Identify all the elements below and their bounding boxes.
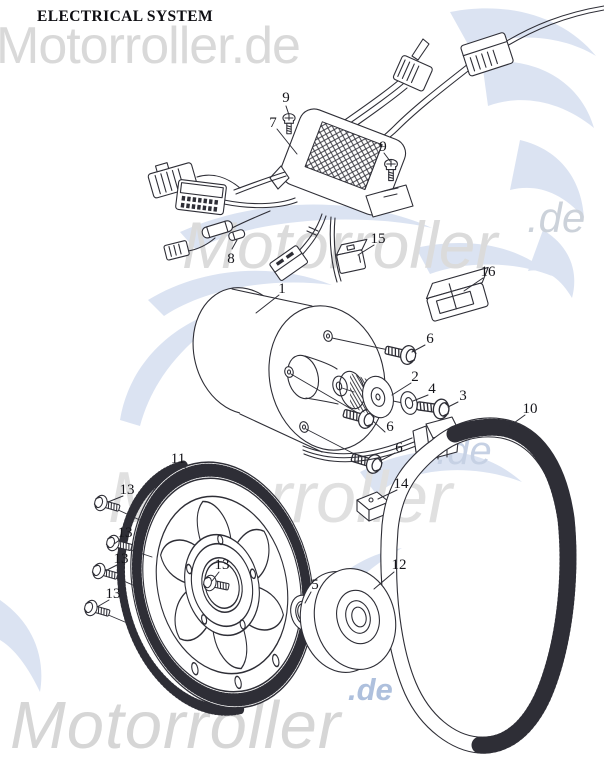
callout-13-center: 13 xyxy=(215,557,230,573)
screws-13 xyxy=(82,493,231,626)
screw-9-top xyxy=(282,113,296,135)
callout-5: 5 xyxy=(311,577,319,593)
callout-13-c: 13 xyxy=(114,551,129,567)
callout-4: 4 xyxy=(428,381,436,397)
motor xyxy=(192,287,386,453)
callout-8: 8 xyxy=(227,251,235,267)
callout-1: 1 xyxy=(278,281,286,297)
motor-screw-holes xyxy=(284,330,333,433)
cdi-unit xyxy=(269,108,414,218)
callout-labels: 9 7 9 8 15 16 1 6 2 4 3 10 6 6 14 11 13 … xyxy=(106,90,538,602)
callout-13-d: 13 xyxy=(106,586,121,602)
callout-12: 12 xyxy=(392,557,407,573)
rim-holes xyxy=(191,653,280,690)
callout-9-top: 9 xyxy=(282,90,290,106)
connector-plug-small-top xyxy=(392,38,433,92)
connector-plug-large-top xyxy=(460,32,514,77)
callout-6-a: 6 xyxy=(426,331,434,347)
callout-10: 10 xyxy=(523,401,538,417)
harness-left xyxy=(196,171,298,229)
pulley-12 xyxy=(299,568,397,673)
callout-11: 11 xyxy=(171,451,185,467)
callout-13-a: 13 xyxy=(120,482,135,498)
washer-4 xyxy=(400,391,418,415)
fuse-8 xyxy=(228,229,246,241)
drive-belt xyxy=(380,417,577,754)
callout-7: 7 xyxy=(269,115,277,131)
watermark-text: Motorroller.de xyxy=(0,17,300,75)
screw-9-pin xyxy=(383,187,399,192)
sprocket-2 xyxy=(338,370,394,419)
callout-16: 16 xyxy=(481,264,497,280)
callout-2: 2 xyxy=(411,369,419,385)
connector-multipin xyxy=(175,179,227,216)
callout-6-b: 6 xyxy=(386,419,394,435)
callout-6-c: 6 xyxy=(395,440,403,456)
hub-bolt-holes xyxy=(186,534,257,630)
callout-9-right: 9 xyxy=(379,139,387,155)
bolt-3 xyxy=(415,395,451,421)
callout-leader-lines xyxy=(96,105,526,608)
bolt-6-a xyxy=(382,340,419,367)
watermark-text: Motorroller xyxy=(10,688,343,757)
connector-16 xyxy=(425,266,489,322)
callout-3: 3 xyxy=(459,388,467,404)
fuse-cylinder xyxy=(201,220,234,239)
callout-15: 15 xyxy=(371,231,386,247)
connector-2pin xyxy=(269,245,308,281)
connector-small-left xyxy=(163,237,216,261)
callout-14: 14 xyxy=(394,476,410,492)
watermark-tld: .de xyxy=(348,672,393,707)
watermark-tld: .de xyxy=(527,194,585,241)
connector-15 xyxy=(335,238,368,274)
callout-13-b: 13 xyxy=(118,525,133,541)
page-title: ELECTRICAL SYSTEM xyxy=(37,8,214,25)
